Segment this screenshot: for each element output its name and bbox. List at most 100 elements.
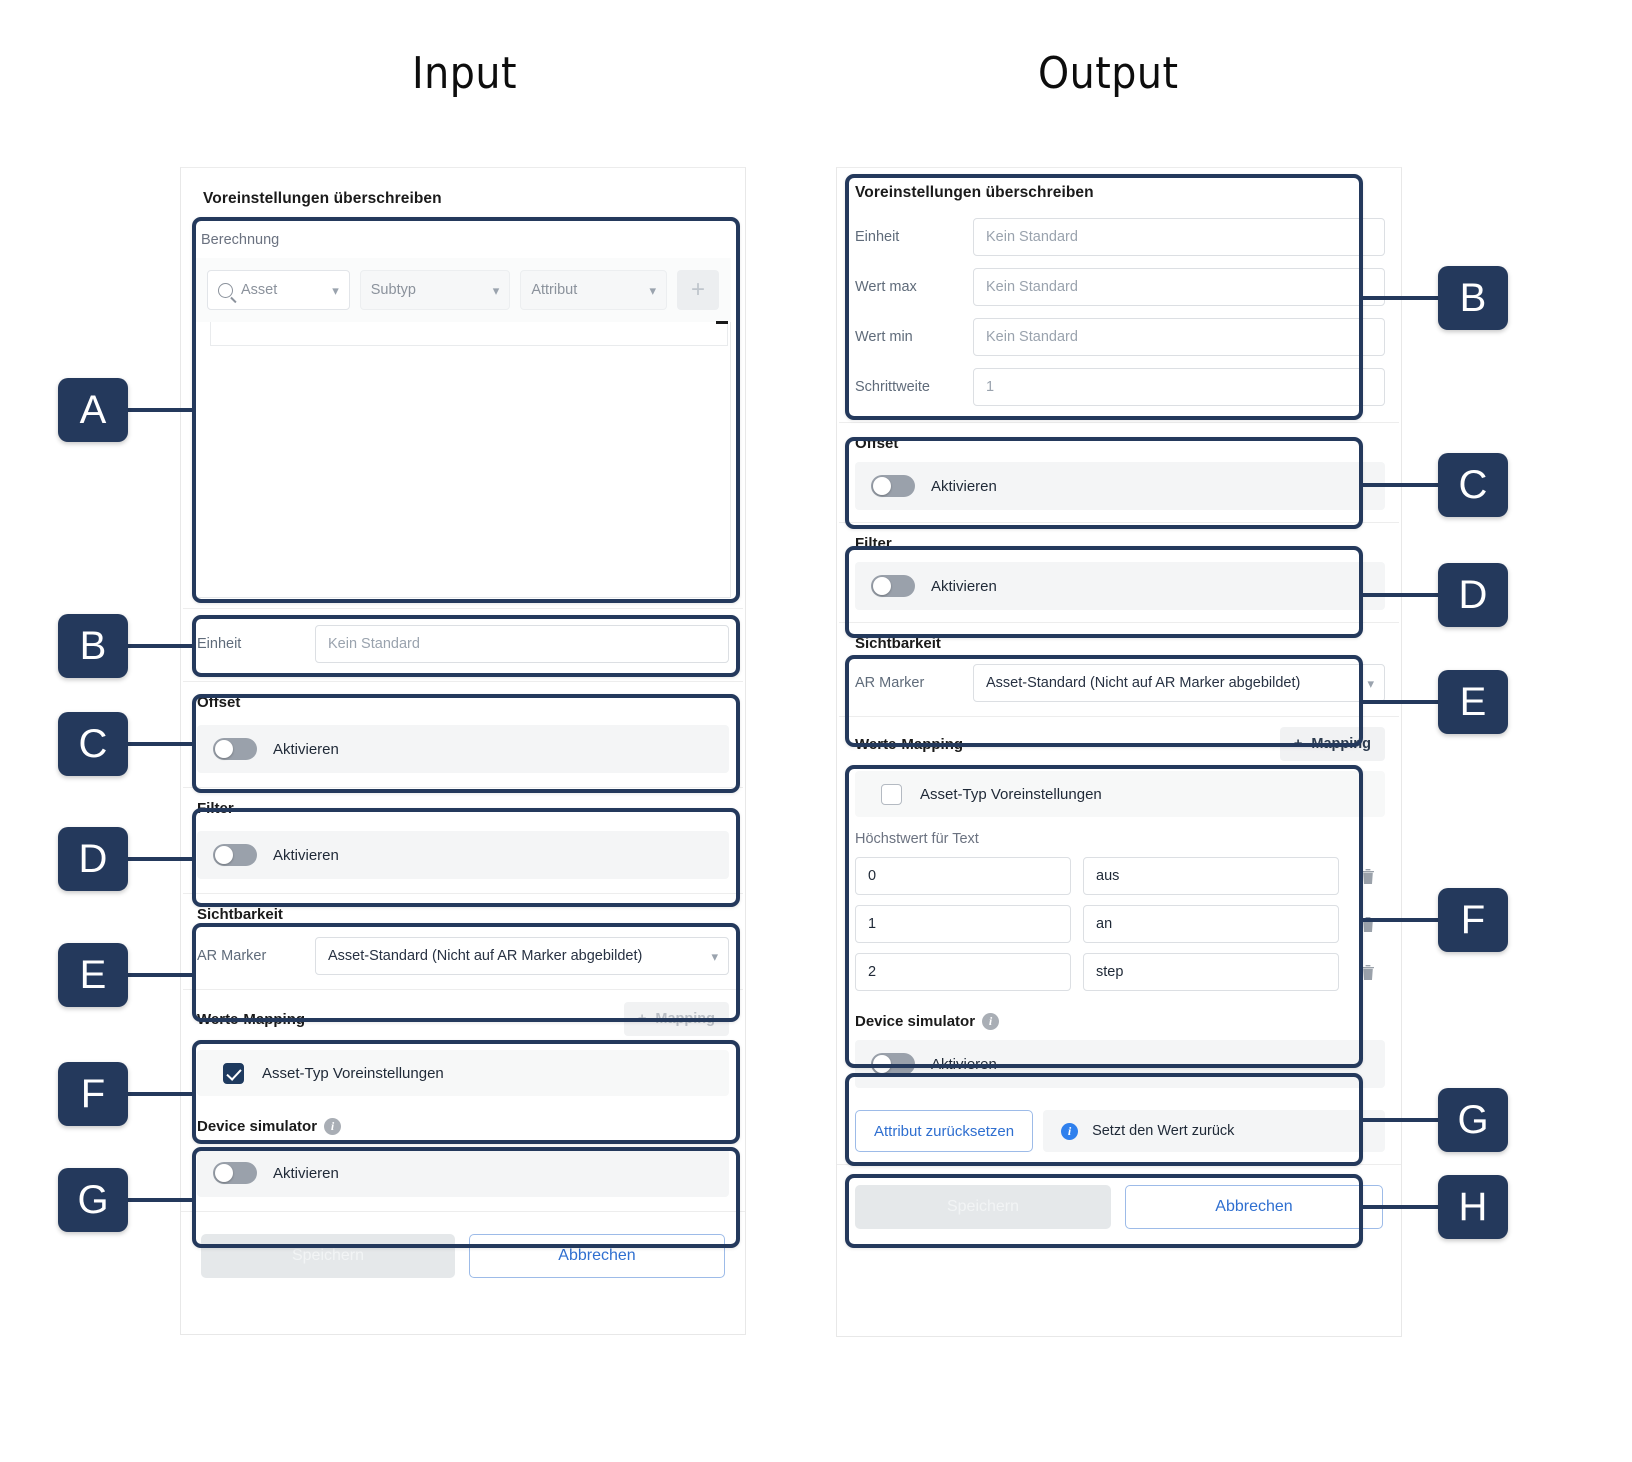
cancel-button[interactable]: Abbrechen xyxy=(469,1234,725,1278)
wert-max-input[interactable]: Kein Standard xyxy=(973,268,1385,306)
asset-typ-check-row[interactable]: Asset-Typ Voreinstellungen xyxy=(855,771,1385,817)
mapping-value-input[interactable]: aus xyxy=(1083,857,1339,895)
offset-toggle-row[interactable]: Aktivieren xyxy=(855,462,1385,510)
asset-typ-checkbox-label: Asset-Typ Voreinstellungen xyxy=(920,785,1102,803)
mapping-key-input[interactable]: 0 xyxy=(855,857,1071,895)
resize-handle[interactable] xyxy=(716,321,728,324)
divider xyxy=(183,681,743,682)
search-icon xyxy=(218,282,233,298)
mapping-value-input[interactable]: an xyxy=(1083,905,1339,943)
callout-c: C xyxy=(58,712,128,776)
mapping-key-input[interactable]: 2 xyxy=(855,953,1071,991)
sichtbarkeit-title: Sichtbarkeit xyxy=(855,635,941,652)
asset-typ-checkbox-label: Asset-Typ Voreinstellungen xyxy=(262,1064,444,1082)
werte-mapping-section: Werte-Mapping + Mapping Asset-Typ Vorein… xyxy=(837,717,1401,1003)
callout-e-out: E xyxy=(1438,670,1508,734)
device-simulator-toggle-row[interactable]: Aktivieren xyxy=(855,1040,1385,1088)
output-footer: Speichern Abbrechen xyxy=(837,1164,1401,1247)
einheit-input[interactable]: Kein Standard xyxy=(315,625,729,663)
berechnung-section: Berechnung Asset ▾ Subtyp ▾ Attribut ▾ + xyxy=(181,220,745,608)
callout-a: A xyxy=(58,378,128,442)
attribut-select[interactable]: Attribut ▾ xyxy=(520,270,667,310)
schrittweite-input[interactable]: 1 xyxy=(973,368,1385,406)
divider xyxy=(183,989,743,990)
device-simulator-toggle-row[interactable]: Aktivieren xyxy=(197,1149,729,1197)
cancel-button[interactable]: Abbrechen xyxy=(1125,1185,1383,1229)
device-simulator-title: Device simulator xyxy=(855,1013,976,1030)
chevron-down-icon: ▾ xyxy=(492,282,500,298)
voreinstellungen-section: Voreinstellungen überschreiben Einheit K… xyxy=(837,168,1401,422)
asset-typ-checkbox[interactable] xyxy=(881,783,902,805)
filter-toggle[interactable] xyxy=(871,575,915,597)
einheit-label: Einheit xyxy=(197,636,242,652)
offset-title: Offset xyxy=(855,435,899,452)
offset-toggle[interactable] xyxy=(213,738,257,760)
schrittweite-label: Schrittweite xyxy=(855,379,930,395)
callout-f: F xyxy=(58,1062,128,1126)
filter-toggle-label: Aktivieren xyxy=(931,577,997,595)
filter-toggle-label: Aktivieren xyxy=(273,846,339,864)
einheit-input[interactable]: Kein Standard xyxy=(973,218,1385,256)
input-footer: Speichern Abbrechen xyxy=(181,1211,745,1296)
asset-select[interactable]: Asset ▾ xyxy=(207,270,350,310)
device-simulator-toggle[interactable] xyxy=(871,1053,915,1075)
attribut-zuruecksetzen-button[interactable]: Attribut zurücksetzen xyxy=(855,1110,1034,1152)
filter-toggle-row[interactable]: Aktivieren xyxy=(197,831,729,879)
info-icon: i xyxy=(1061,1122,1079,1140)
callout-b-out: B xyxy=(1438,266,1508,330)
offset-toggle-label: Aktivieren xyxy=(931,477,997,495)
filter-toggle[interactable] xyxy=(213,844,257,866)
werte-mapping-title: Werte-Mapping xyxy=(197,1010,306,1028)
output-panel-screenshot: Voreinstellungen überschreiben Einheit K… xyxy=(836,167,1402,1337)
divider xyxy=(839,716,1399,717)
callout-e: E xyxy=(58,943,128,1007)
plus-icon: + xyxy=(690,276,705,303)
mapping-table-label: Höchstwert für Text xyxy=(855,831,979,847)
filter-toggle-row[interactable]: Aktivieren xyxy=(855,562,1385,610)
ar-marker-label: AR Marker xyxy=(855,675,925,691)
wert-min-label: Wert min xyxy=(855,329,913,345)
callout-b: B xyxy=(58,614,128,678)
device-simulator-toggle[interactable] xyxy=(213,1162,257,1184)
callout-h-out: H xyxy=(1438,1175,1508,1239)
chevron-down-icon: ▾ xyxy=(332,282,339,298)
add-calculation-button[interactable]: + xyxy=(677,270,719,310)
add-mapping-button[interactable]: + Mapping xyxy=(623,1002,729,1036)
offset-toggle[interactable] xyxy=(871,475,915,497)
subtyp-select[interactable]: Subtyp ▾ xyxy=(359,270,511,310)
mapping-value-input[interactable]: step xyxy=(1083,953,1339,991)
sichtbarkeit-section: Sichtbarkeit AR Marker Asset-Standard (N… xyxy=(837,623,1401,716)
callout-d: D xyxy=(58,827,128,891)
info-icon[interactable]: i xyxy=(982,1013,1000,1030)
save-button[interactable]: Speichern xyxy=(855,1185,1111,1229)
filter-section: Filter Aktivieren xyxy=(837,523,1401,622)
asset-typ-check-row[interactable]: Asset-Typ Voreinstellungen xyxy=(197,1050,729,1096)
wert-min-input[interactable]: Kein Standard xyxy=(973,318,1385,356)
ar-marker-select[interactable]: Asset-Standard (Nicht auf AR Marker abge… xyxy=(973,664,1385,702)
berechnung-input-strip[interactable] xyxy=(210,322,728,346)
add-mapping-button[interactable]: + Mapping xyxy=(1279,727,1385,761)
divider xyxy=(183,893,743,894)
filter-title: Filter xyxy=(197,800,234,817)
output-panel-heading: Voreinstellungen überschreiben xyxy=(855,184,1094,201)
divider xyxy=(183,608,743,609)
device-simulator-toggle-label: Aktivieren xyxy=(931,1055,997,1073)
offset-toggle-row[interactable]: Aktivieren xyxy=(197,725,729,773)
offset-section: Offset Aktivieren xyxy=(181,682,745,787)
callout-g: G xyxy=(58,1168,128,1232)
berechnung-canvas[interactable] xyxy=(195,321,731,598)
asset-typ-checkbox[interactable] xyxy=(223,1062,244,1084)
save-button[interactable]: Speichern xyxy=(201,1234,455,1278)
trash-icon[interactable] xyxy=(1351,857,1385,895)
info-icon[interactable]: i xyxy=(324,1118,342,1135)
trash-icon[interactable] xyxy=(1351,905,1385,943)
einheit-section: Einheit Kein Standard xyxy=(181,609,745,681)
device-simulator-section: Device simulator i Aktivieren xyxy=(181,1110,745,1211)
offset-title: Offset xyxy=(197,694,241,711)
mapping-key-input[interactable]: 1 xyxy=(855,905,1071,943)
sichtbarkeit-section: Sichtbarkeit AR Marker Asset-Standard (N… xyxy=(181,894,745,989)
wert-max-label: Wert max xyxy=(855,279,917,295)
trash-icon[interactable] xyxy=(1351,953,1385,991)
ar-marker-select[interactable]: Asset-Standard (Nicht auf AR Marker abge… xyxy=(315,937,729,975)
chevron-down-icon: ▾ xyxy=(711,948,718,964)
